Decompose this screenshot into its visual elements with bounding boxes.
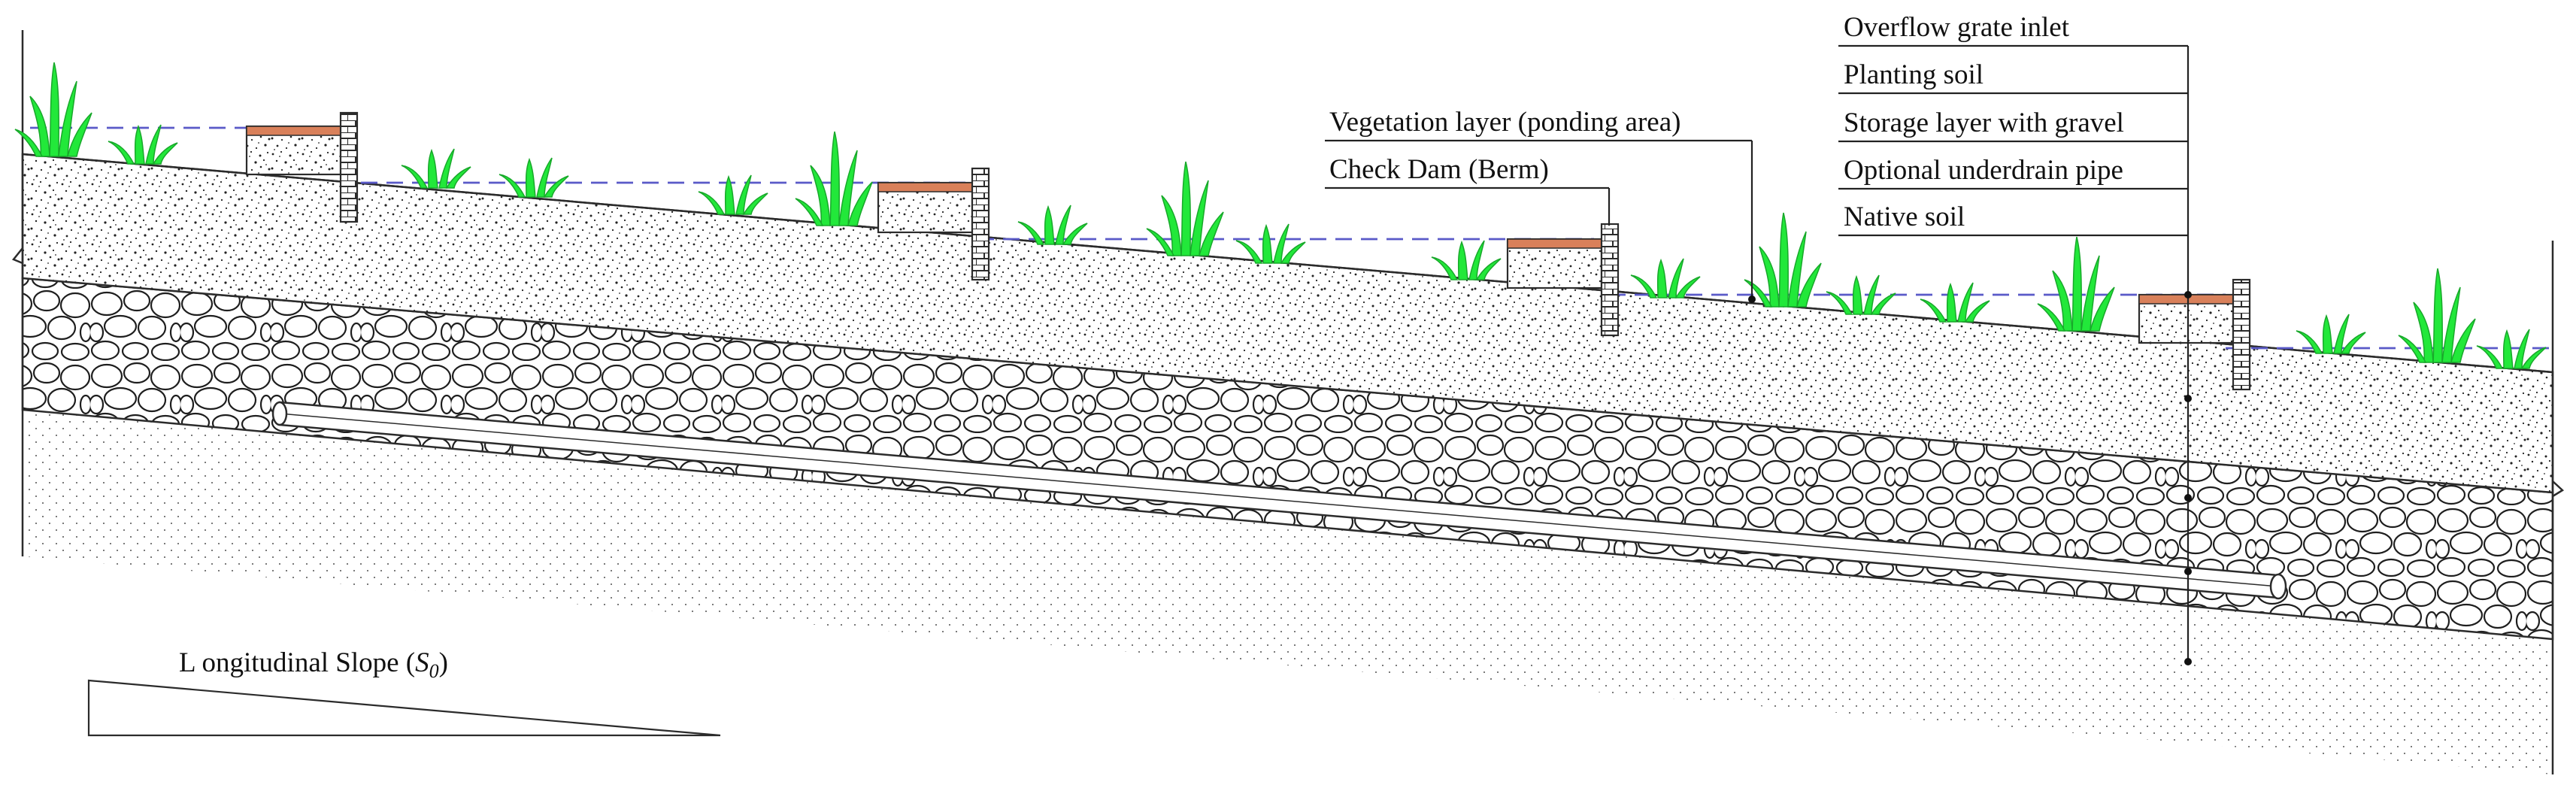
label-planting-soil: Planting soil	[1844, 59, 1984, 90]
slope-triangle	[87, 679, 721, 737]
check-dam-4	[2138, 278, 2251, 391]
check-dam-2	[877, 167, 990, 281]
label-overflow-grate-inlet: Overflow grate inlet	[1844, 12, 2070, 43]
slope-text: L ongitudinal Slope (	[179, 647, 415, 678]
left-break-mark	[11, 247, 23, 265]
right-label-leaders	[1838, 44, 2192, 665]
label-underdrain-pipe: Optional underdrain pipe	[1844, 155, 2123, 186]
underdrain-pipe	[271, 401, 2287, 600]
middle-label-leaders	[1325, 139, 1756, 303]
right-break-mark	[2552, 480, 2565, 498]
label-longitudinal-slope: L ongitudinal Slope (S0)	[179, 647, 448, 682]
check-dam-1	[245, 111, 359, 223]
slope-subscript: 0	[429, 660, 439, 682]
label-check-dam: Check Dam (Berm)	[1329, 154, 1549, 185]
slope-symbol: S	[415, 647, 429, 678]
label-native-soil: Native soil	[1844, 202, 1965, 232]
slope-close-paren: )	[439, 647, 448, 678]
check-dam-3	[1506, 223, 1620, 337]
label-vegetation-layer: Vegetation layer (ponding area)	[1329, 107, 1680, 138]
native-soil-layer	[23, 410, 2553, 774]
label-storage-layer: Storage layer with gravel	[1844, 108, 2124, 138]
